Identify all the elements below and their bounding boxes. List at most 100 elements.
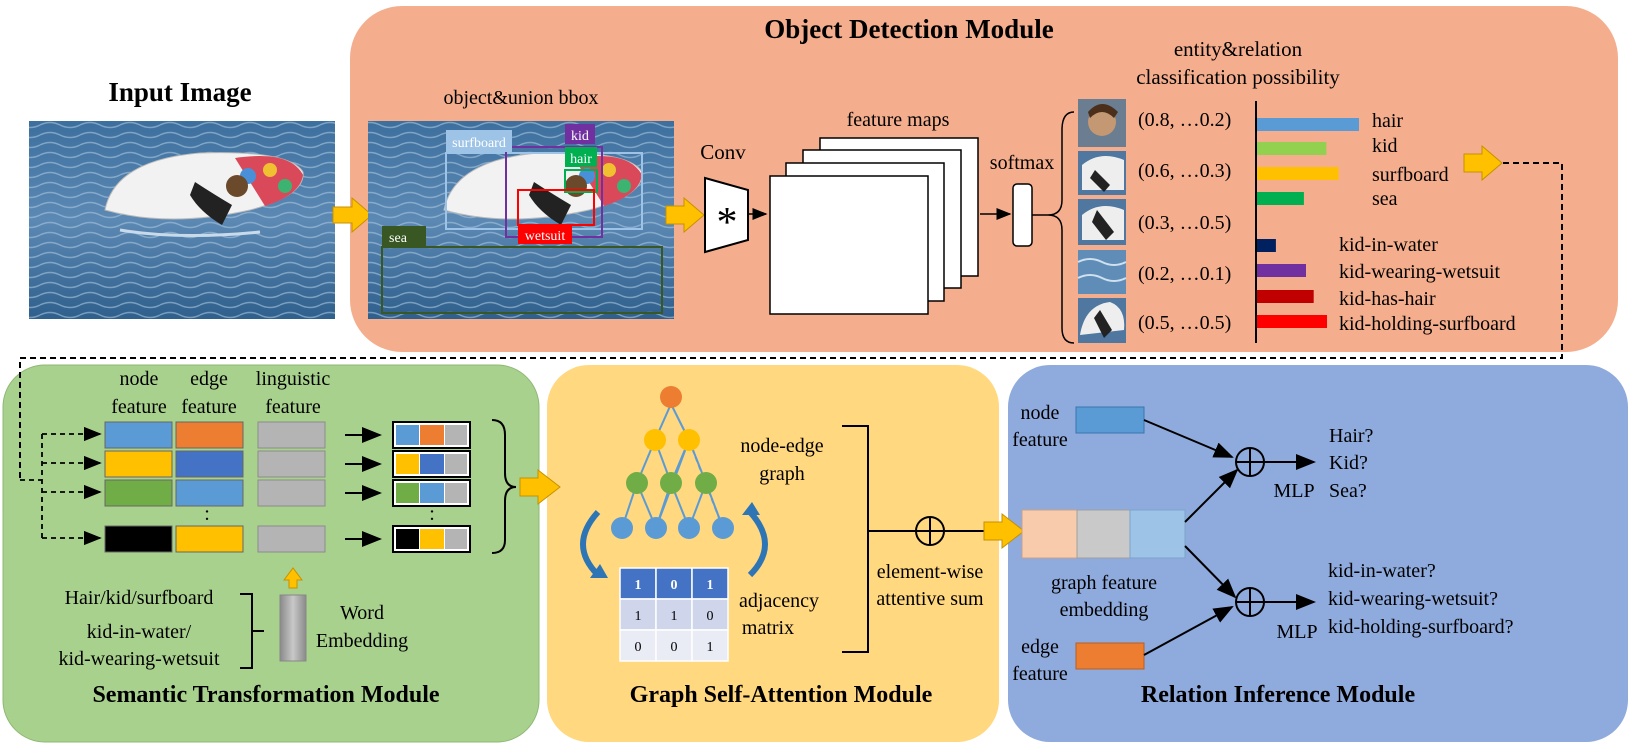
dashed-branches xyxy=(20,426,102,546)
concatenated-feature xyxy=(392,450,471,478)
box-label-kid: kid xyxy=(571,129,589,144)
matrix-value: 1 xyxy=(635,609,642,624)
entity-bar-hair xyxy=(1257,118,1359,131)
conv-kernel xyxy=(704,176,749,254)
out-entity-hair: Hair? xyxy=(1329,425,1374,447)
input-photo xyxy=(29,121,335,319)
feature-maps-stack xyxy=(769,137,979,315)
node-feature-block xyxy=(104,421,173,449)
concatenated-feature xyxy=(392,525,471,553)
prob-kid: (0.6, …0.3) xyxy=(1138,160,1231,182)
relation-bar-kid-wearing-wetsuit xyxy=(1257,264,1306,277)
entity-bar-label: kid xyxy=(1372,135,1398,157)
linguistic-feature-block xyxy=(257,479,326,507)
cls-title-line1: entity&relation xyxy=(1174,37,1303,61)
relation-inference-title: Relation Inference Module xyxy=(1141,682,1416,708)
entity-bar-surfboard xyxy=(1257,167,1339,180)
ri-edge-label-1: edge xyxy=(1021,636,1059,658)
matrix-value: 1 xyxy=(707,640,714,655)
box-label-hair: hair xyxy=(570,152,592,167)
out-entity-sea: Sea? xyxy=(1329,480,1367,502)
softmax-box xyxy=(1012,183,1033,247)
col-node-line2: feature xyxy=(111,396,167,418)
out-relation-wearing: kid-wearing-wetsuit? xyxy=(1328,588,1498,610)
relation-bar-kid-has-hair xyxy=(1257,290,1314,303)
semantic-transformation-title: Semantic Transformation Module xyxy=(92,682,439,708)
conv-label: Conv xyxy=(700,140,746,164)
ri-node-feature-bar xyxy=(1075,406,1145,434)
word-list-3: kid-wearing-wetsuit xyxy=(58,648,220,670)
graph-feature-embedding-bar xyxy=(1021,509,1186,559)
matrix-cell xyxy=(691,629,729,662)
relation-bar-label: kid-holding-surfboard xyxy=(1339,313,1516,335)
classification-brace xyxy=(1047,111,1075,344)
col-ling-line2: feature xyxy=(265,396,321,418)
arrow-to-semantic-connector xyxy=(1463,144,1503,182)
node-feature-block xyxy=(104,479,173,507)
arrow-bbox-to-conv xyxy=(665,196,705,234)
cycle-arrow-left xyxy=(580,509,601,578)
word-bracket xyxy=(240,593,264,669)
entity-bar-label: hair xyxy=(1372,110,1403,132)
conv-symbol: * xyxy=(717,200,738,246)
node-feature-block xyxy=(104,525,173,553)
arrow-graph-to-relation xyxy=(983,512,1025,550)
concatenated-feature xyxy=(392,421,471,449)
graph-bracket xyxy=(842,425,918,653)
prob-holding: (0.5, …0.5) xyxy=(1138,312,1231,334)
word-list-2: kid-in-water/ xyxy=(87,621,192,643)
ri-embedding-label-1: graph feature xyxy=(1051,572,1157,594)
col-edge-line1: edge xyxy=(190,368,228,390)
prob-hair: (0.8, …0.2) xyxy=(1138,109,1231,131)
graph-nodes xyxy=(611,386,734,539)
adjacency-label-1: adjacency xyxy=(739,590,819,612)
ri-node-label-2: feature xyxy=(1012,429,1068,451)
box-label-wetsuit: wetsuit xyxy=(525,229,566,244)
crop-thumbnails xyxy=(1077,99,1127,343)
attentive-sum-oplus xyxy=(915,516,945,546)
linguistic-feature-block xyxy=(257,525,326,553)
word-embedding-label-1: Word xyxy=(340,602,384,624)
matrix-cell xyxy=(619,598,657,631)
matrix-value: 0 xyxy=(671,640,678,655)
graph-label-1: node-edge xyxy=(740,435,823,457)
matrix-value: 1 xyxy=(707,578,714,593)
linguistic-feature-block xyxy=(257,450,326,478)
matrix-value: 0 xyxy=(707,609,714,624)
arrow-input-to-detection xyxy=(332,196,373,234)
matrix-value: 1 xyxy=(671,609,678,624)
word-list-1: Hair/kid/surfboard xyxy=(65,587,214,609)
entity-bar-label: surfboard xyxy=(1372,164,1449,186)
edge-feature-block xyxy=(175,479,244,507)
entity-bar-sea xyxy=(1257,192,1304,205)
input-image-title: Input Image xyxy=(108,77,251,107)
dashed-connector xyxy=(19,162,1563,480)
box-label-surfboard: surfboard xyxy=(452,136,506,151)
out-entity-kid: Kid? xyxy=(1329,452,1368,474)
entity-bar-label: sea xyxy=(1372,188,1398,210)
out-relation-in-water: kid-in-water? xyxy=(1328,560,1436,582)
matrix-value: 1 xyxy=(635,578,642,593)
ri-node-label-1: node xyxy=(1021,402,1060,424)
out-relation-holding: kid-holding-surfboard? xyxy=(1328,616,1514,638)
col-edge-line2: feature xyxy=(181,396,237,418)
relation-bar-kid-in-water xyxy=(1257,239,1276,252)
word-embedding-bar xyxy=(279,594,307,662)
node-dots: : xyxy=(204,503,210,525)
concatenated-feature xyxy=(392,479,471,507)
box-label-sea: sea xyxy=(389,231,408,246)
ri-edge-feature-bar xyxy=(1075,642,1145,670)
prob-surfboard: (0.3, …0.5) xyxy=(1138,212,1231,234)
relation-inference-panel xyxy=(1008,365,1628,742)
concat-dots: : xyxy=(429,503,435,525)
feature-rows xyxy=(104,421,471,553)
matrix-value: 0 xyxy=(671,578,678,593)
node-feature-block xyxy=(104,450,173,478)
attentive-sum-label-1: element-wise xyxy=(877,561,984,583)
arrow-semantic-to-graph xyxy=(519,468,561,506)
bbox-label: object&union bbox xyxy=(444,87,599,109)
col-ling-line1: linguistic xyxy=(256,368,331,390)
